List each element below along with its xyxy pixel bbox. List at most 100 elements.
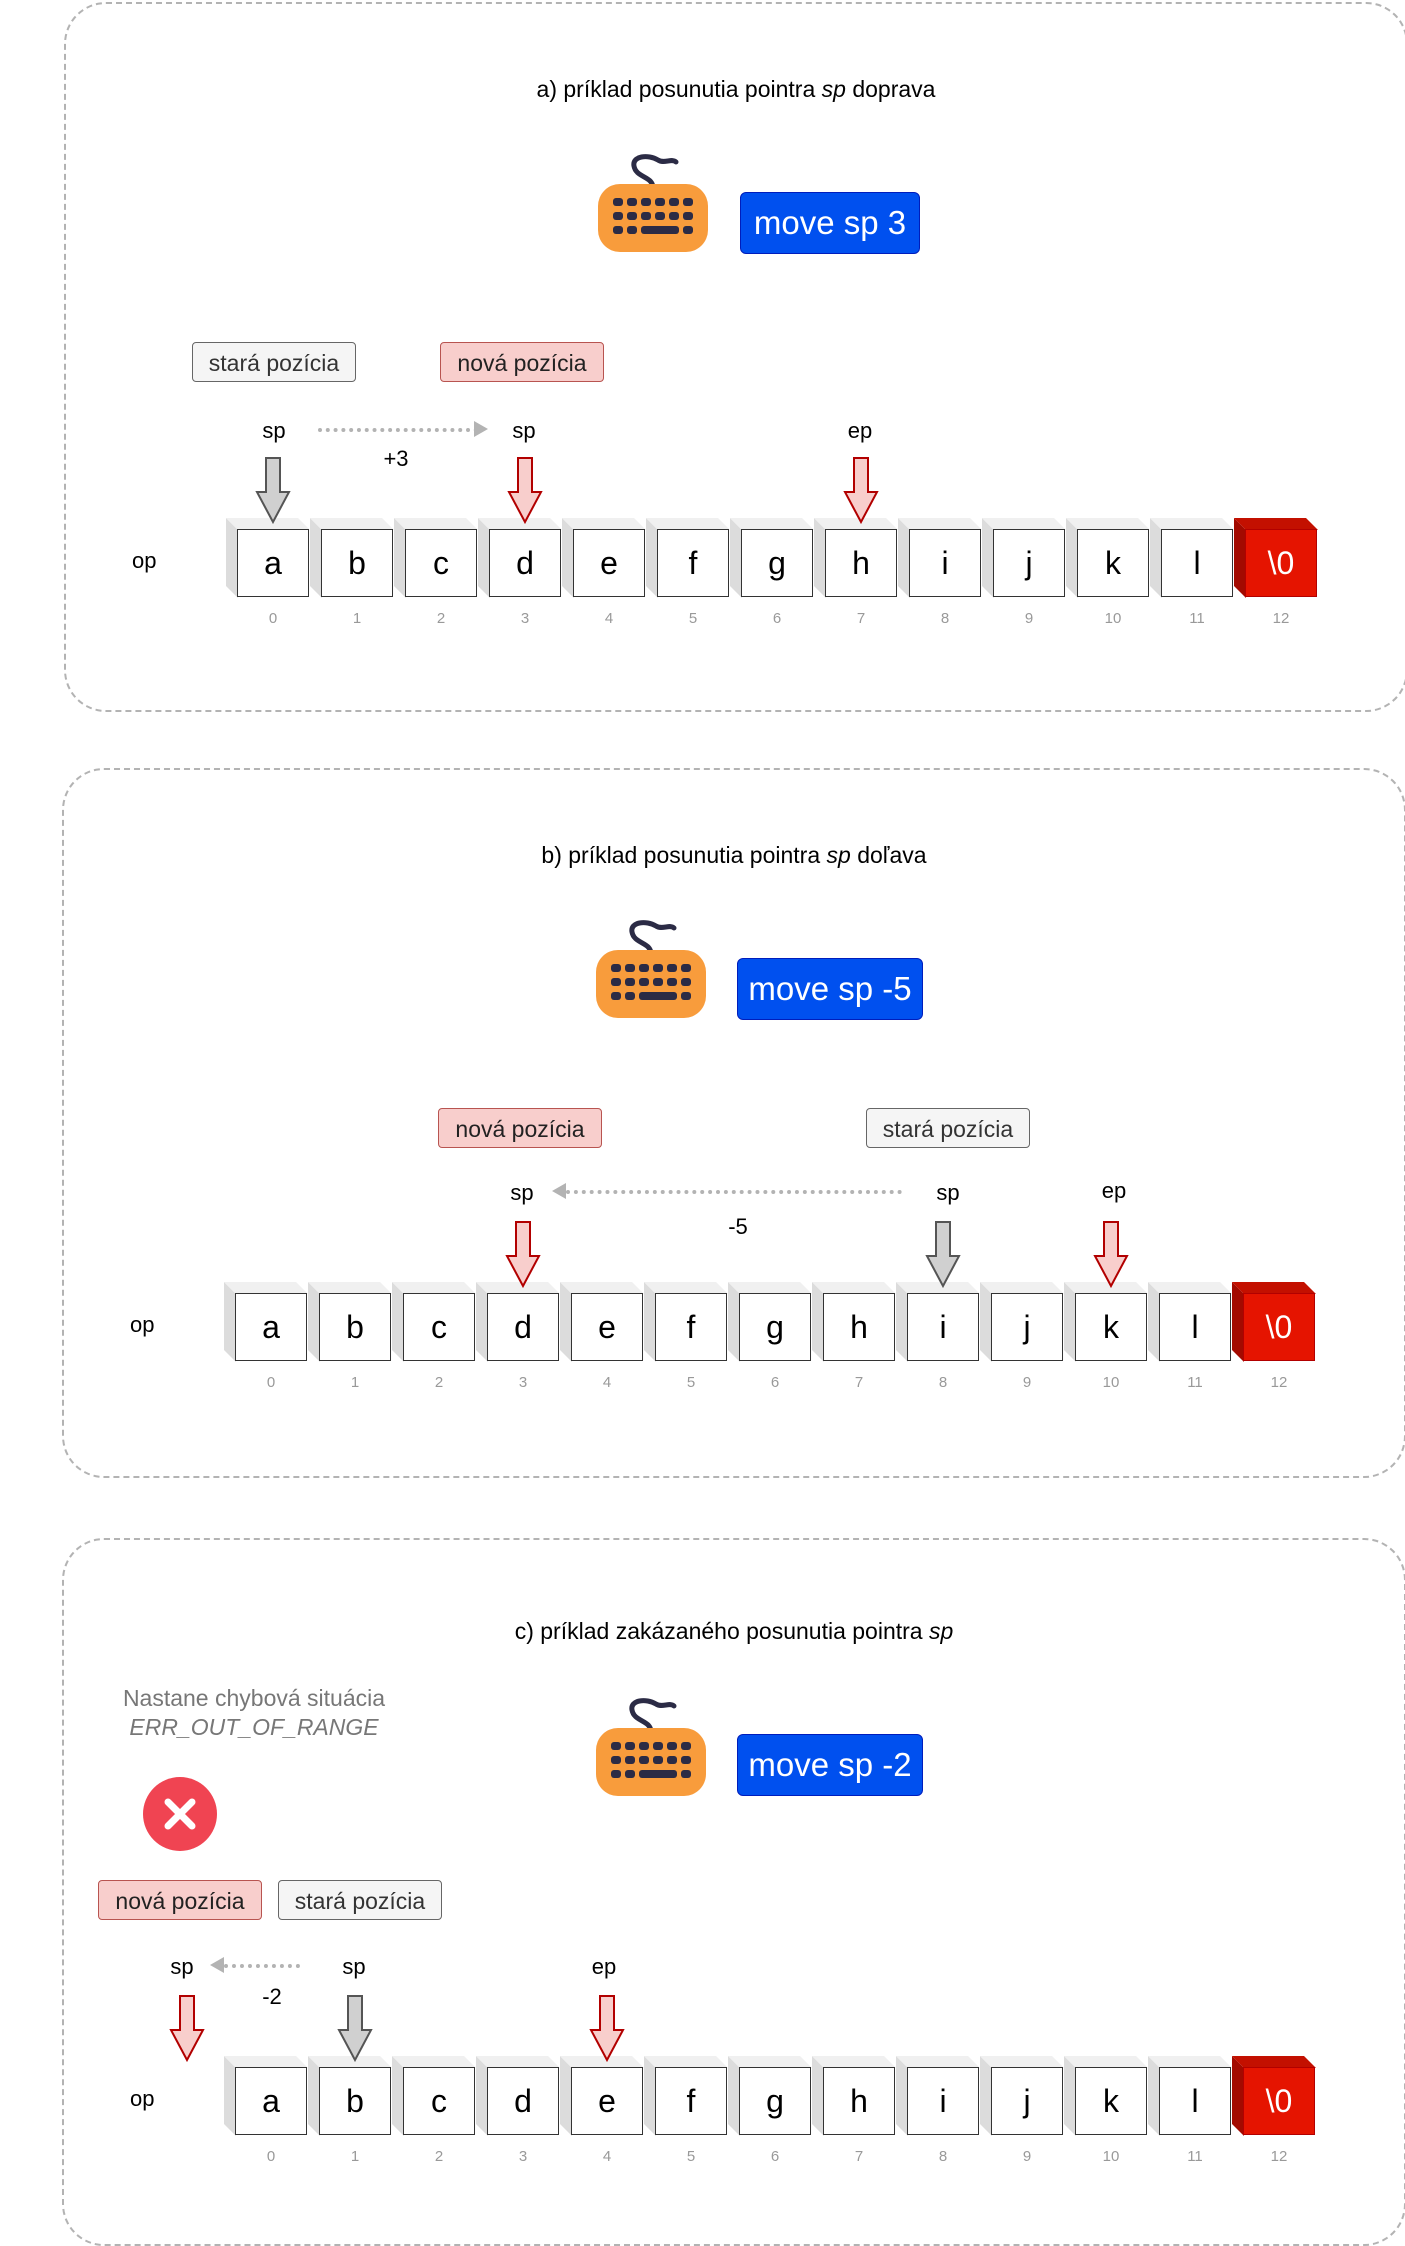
keyboard-icon — [594, 920, 708, 1025]
cell-char: c — [405, 529, 477, 597]
cell-index: 8 — [940, 610, 950, 627]
cell-char: a — [235, 2067, 307, 2135]
cell-char: g — [739, 2067, 811, 2135]
old-position-tag: stará pozícia — [278, 1880, 442, 1920]
cell-index: 7 — [854, 2148, 864, 2165]
cell-index: 6 — [770, 1374, 780, 1391]
cell-char: e — [571, 1293, 643, 1361]
panel-move-right: a) príklad posunutia pointra sp doprava … — [64, 2, 1405, 712]
old-position-tag: stará pozícia — [192, 342, 356, 382]
arrowhead-icon — [552, 1183, 566, 1199]
cell-char: k — [1077, 529, 1149, 597]
sp-new-label: sp — [170, 1954, 194, 1979]
cell-char: c — [403, 1293, 475, 1361]
keyboard-icon — [596, 154, 710, 259]
cell: l 11 — [1150, 518, 1234, 627]
cell-char: d — [487, 1293, 559, 1361]
cell-char: c — [403, 2067, 475, 2135]
cell-index: 3 — [518, 2148, 528, 2165]
cell-index: 3 — [518, 1374, 528, 1391]
cell-char: k — [1075, 2067, 1147, 2135]
cell-index: 1 — [350, 2148, 360, 2165]
ep-label: ep — [1101, 1178, 1127, 1203]
cell-index: 1 — [350, 1374, 360, 1391]
cell-char: e — [571, 2067, 643, 2135]
cell-char: b — [319, 2067, 391, 2135]
cell-index: 1 — [352, 610, 362, 627]
cell-char: h — [825, 529, 897, 597]
command-box: move sp 3 — [740, 192, 920, 254]
cell-index: 4 — [602, 2148, 612, 2165]
error-message: Nastane chybová situácia ERR_OUT_OF_RANG… — [122, 1685, 386, 1740]
offset-label: -5 — [728, 1214, 748, 1239]
cell-index: 2 — [434, 2148, 444, 2165]
cell-char: g — [739, 1293, 811, 1361]
cell-char: d — [489, 529, 561, 597]
cell-index: 12 — [1272, 610, 1290, 627]
sp-new-label: sp — [512, 418, 536, 443]
cell-index: 8 — [938, 2148, 948, 2165]
cell-index: 2 — [434, 1374, 444, 1391]
new-position-tag: nová pozícia — [438, 1108, 602, 1148]
cell-index: 9 — [1024, 610, 1034, 627]
cell-char: e — [573, 529, 645, 597]
cell-terminator: \0 12 — [1234, 518, 1318, 627]
ep-label: ep — [847, 418, 873, 443]
arrowhead-icon — [474, 421, 488, 437]
offset-label: +3 — [383, 446, 409, 471]
move-dotted-arrow — [224, 1964, 300, 1968]
panel-title: a) príklad posunutia pointra sp doprava — [536, 76, 936, 102]
sp-new-arrow-icon — [169, 1994, 205, 2067]
cell-index: 4 — [604, 610, 614, 627]
sp-old-arrow-icon — [925, 1220, 961, 1293]
op-label: op — [130, 2086, 155, 2111]
cell-index: 8 — [938, 1374, 948, 1391]
cell-index: 12 — [1270, 1374, 1288, 1391]
cell-char: g — [741, 529, 813, 597]
cell-char: f — [655, 2067, 727, 2135]
error-x-icon — [143, 1777, 217, 1851]
cell-index: 9 — [1022, 2148, 1032, 2165]
cell-index: 7 — [854, 1374, 864, 1391]
cell-char: j — [991, 1293, 1063, 1361]
cell-char: b — [321, 529, 393, 597]
cell-char: \0 — [1245, 529, 1317, 597]
cell-index: 11 — [1187, 1374, 1203, 1391]
cell-char: l — [1161, 529, 1233, 597]
sp-old-arrow-icon — [255, 456, 291, 529]
command-box: move sp -5 — [737, 958, 923, 1020]
sp-old-label: sp — [936, 1180, 960, 1205]
cell-index: 3 — [520, 610, 530, 627]
ep-label: ep — [591, 1954, 617, 1979]
cell-char: a — [237, 529, 309, 597]
cell-index: 11 — [1189, 610, 1205, 627]
move-dotted-arrow — [566, 1190, 902, 1194]
cell-char: k — [1075, 1293, 1147, 1361]
cell-index: 5 — [686, 2148, 696, 2165]
cell-index: 6 — [770, 2148, 780, 2165]
cell-index: 10 — [1104, 610, 1122, 627]
cell-char: i — [907, 1293, 979, 1361]
sp-new-arrow-icon — [507, 456, 543, 529]
cell-char: d — [487, 2067, 559, 2135]
